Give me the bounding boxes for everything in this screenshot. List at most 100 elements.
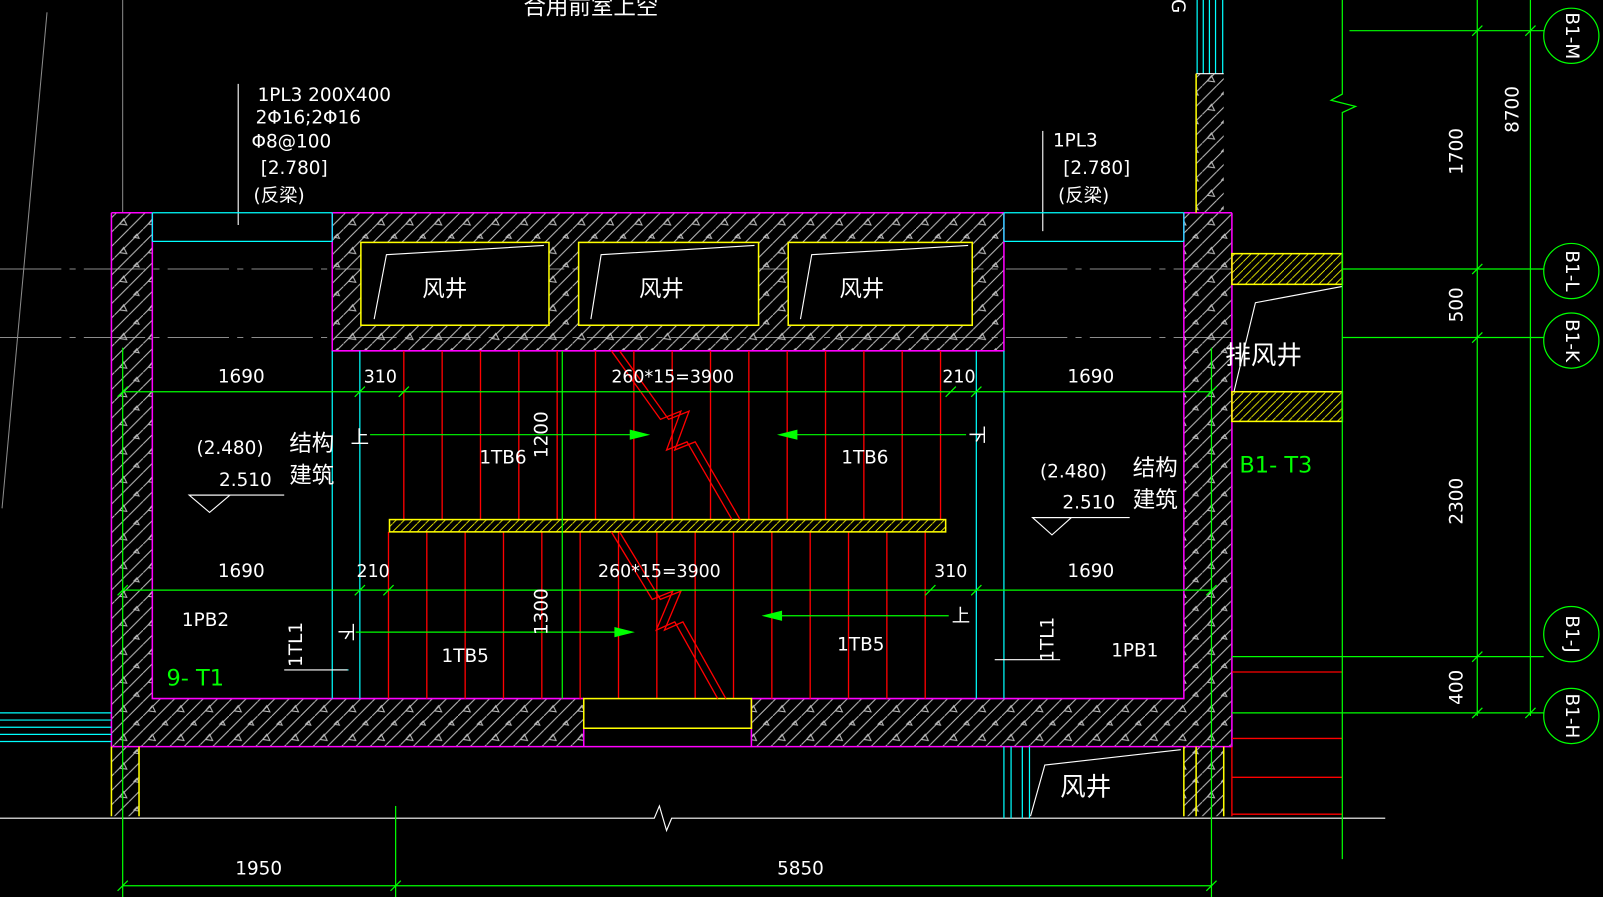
dimension-ticks — [117, 386, 1217, 892]
lower-dim-flight: 260*15=3900 — [598, 562, 721, 582]
bottom-break-line — [0, 804, 1386, 833]
left-architectural-label: 建筑 — [289, 463, 334, 489]
right-wall — [1183, 212, 1232, 747]
lower-break-line-a — [610, 531, 719, 699]
mid-landing-beam — [388, 518, 947, 533]
lower-flight-width-dim: 1300 — [531, 588, 552, 635]
shaft-chamber-1 — [360, 242, 549, 326]
axis-bubble-b1-k — [1543, 312, 1600, 369]
right-landing-beam-label: 1TL1 — [1037, 617, 1058, 662]
upper-dim-left-offset: 310 — [364, 368, 397, 388]
axis-leader-lines — [1231, 30, 1544, 714]
right-break-grid-line — [1329, 0, 1358, 860]
axis-bubble-b1-m — [1543, 7, 1600, 65]
left-window — [151, 212, 333, 242]
direction-arrows — [355, 429, 967, 638]
right-stair-id: B1- T3 — [1239, 453, 1312, 479]
upper-dim-right-offset: 210 — [942, 368, 975, 388]
axis-label-b1-m: B1-M — [1561, 12, 1582, 59]
left-structural-label: 结构 — [289, 431, 334, 457]
shaft-chamber-1-outline — [360, 241, 550, 327]
axis-dimension-ticks — [1471, 25, 1536, 719]
bottom-wall-left — [152, 698, 584, 747]
upper-flight-width-dim: 1200 — [531, 411, 552, 458]
left-landing-beam-label: 1TL1 — [286, 622, 307, 667]
lower-break-line-b — [618, 531, 727, 699]
upper-left-direction: 上 — [351, 427, 369, 448]
lower-right-direction: 上 — [952, 606, 970, 627]
axis-bubble-b1-j — [1543, 605, 1600, 663]
right-window — [1003, 212, 1185, 242]
bottom-dim-right: 5850 — [777, 858, 824, 879]
lower-dim-left-landing: 1690 — [218, 561, 265, 582]
right-side-structure — [1231, 0, 1600, 860]
axis-label-b1-h: B1-H — [1561, 694, 1582, 739]
shaft-chamber-2 — [578, 242, 759, 326]
axis-dim-m-l: 1700 — [1446, 128, 1467, 175]
shaft-chamber-3 — [788, 242, 973, 326]
upper-break-line-a — [610, 350, 733, 520]
right-beam-elevation: [2.780] — [1063, 158, 1130, 179]
lower-left-wall-stub — [111, 746, 140, 817]
bottom-dim-left: 1950 — [235, 858, 282, 879]
axis-dim-j-h: 400 — [1446, 670, 1467, 705]
axis-dim-k-j: 2300 — [1446, 478, 1467, 525]
left-beam-note: (反梁) — [254, 185, 305, 206]
left-slab-label: 1PB2 — [182, 610, 229, 631]
lower-dim-right-offset: 310 — [934, 562, 967, 582]
left-structural-level: (2.480) — [197, 438, 264, 459]
bottom-door-opening — [582, 697, 753, 730]
top-room-label: 合用前室上空 — [523, 0, 658, 20]
upper-left-arrowhead — [629, 429, 651, 440]
bottom-shaft-edge-lines — [1003, 746, 1031, 819]
right-elevation-triangle — [1031, 516, 1073, 536]
top-right-window-stack — [1196, 0, 1224, 74]
top-right-wall-stub — [1196, 73, 1224, 213]
upper-dim-left-landing: 1690 — [218, 367, 265, 388]
shaft-chamber-2-duct — [590, 244, 755, 320]
lower-dim-left-offset: 210 — [357, 562, 390, 582]
lower-right-arrowhead — [761, 610, 783, 621]
left-stair-id: 9- T1 — [166, 665, 224, 691]
exhaust-shaft-upper-beam-hatch — [1231, 253, 1343, 285]
exhaust-shaft-lower-beam-hatch — [1231, 391, 1343, 422]
right-beam-note: (反梁) — [1058, 185, 1109, 206]
left-wall — [111, 212, 153, 747]
right-stair-edge-lines — [975, 350, 1005, 699]
dimension-lines — [117, 347, 1217, 897]
left-beam-elevation: [2.780] — [261, 158, 328, 179]
upper-left-flight-label: 1TB6 — [479, 447, 526, 468]
upper-right-flight-label: 1TB6 — [841, 447, 888, 468]
left-diagonal-reference-line — [1, 12, 48, 509]
shaft-chamber-3-duct — [799, 244, 969, 320]
exhaust-shaft-label: 排风井 — [1225, 341, 1302, 371]
stair-break-lines — [610, 350, 741, 699]
right-beam-spec: 1PL3 — [1053, 130, 1098, 151]
right-architectural-label: 建筑 — [1133, 487, 1178, 513]
right-architectural-level: 2.510 — [1062, 492, 1115, 513]
left-beam-spec: 1PL3 200X400 — [258, 85, 391, 106]
left-elevation-triangle — [187, 494, 232, 514]
elevation-markers — [187, 494, 1130, 671]
upper-right-arrowhead — [776, 429, 798, 440]
lower-dim-right-landing: 1690 — [1067, 561, 1114, 582]
lower-left-direction: 下 — [335, 623, 356, 641]
upper-dim-right-landing: 1690 — [1067, 367, 1114, 388]
shaft-label-3: 风井 — [839, 277, 884, 303]
shaft-chamber-1-duct — [373, 244, 544, 320]
annotations: 合用前室上空 G 1PL3 200X400 2Φ16;2Φ16 Φ8@100 [… — [166, 0, 1581, 879]
inner-wall-outline — [151, 212, 1185, 700]
shaft-label-1: 风井 — [422, 277, 467, 303]
axis-dim-l-k: 500 — [1446, 287, 1467, 322]
wall-outlines — [110, 211, 1233, 748]
exhaust-shaft-duct-line — [1233, 285, 1343, 392]
bottom-left-window-lines — [0, 712, 112, 743]
axis-label-b1-l: B1-L — [1561, 250, 1582, 292]
mid-landing-beam-hatch — [389, 519, 946, 532]
shaft-chamber-2-outline — [577, 241, 760, 327]
upper-break-line-b — [618, 350, 741, 520]
axis-label-b1-j: B1-J — [1561, 615, 1582, 652]
bottom-shaft-outline — [1029, 749, 1181, 817]
shaft-chambers — [360, 241, 973, 327]
